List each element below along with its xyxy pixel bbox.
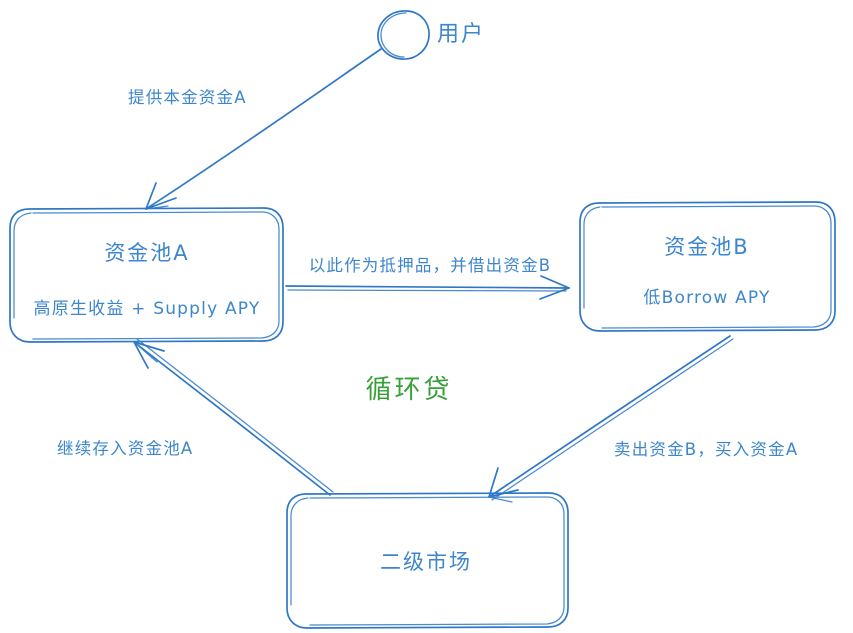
pool-b-title: 资金池B (664, 235, 750, 259)
pool-b-subtitle: 低Borrow APY (643, 288, 771, 308)
user-label: 用户 (437, 22, 486, 47)
node-pool-b-box[interactable] (579, 201, 836, 332)
edge-label-pool-b-to-market: 卖出资金B，买入资金A (614, 440, 799, 459)
pool-a-subtitle: 高原生收益 + Supply APY (33, 299, 261, 319)
secondary-market-title: 二级市场 (380, 550, 472, 574)
edge-label-user-to-pool-a: 提供本金资金A (128, 88, 247, 107)
node-pool-a-box[interactable] (9, 207, 284, 343)
edge-user-to-pool-a (145, 48, 382, 210)
edge-label-pool-a-to-pool-b: 以此作为抵押品，并借出资金B (308, 256, 552, 275)
edge-label-market-to-pool-a: 继续存入资金池A (57, 439, 194, 458)
edge-market-to-pool-a (133, 338, 334, 496)
edge-pool-b-to-market (488, 335, 734, 503)
node-secondary-market-box[interactable] (286, 492, 569, 629)
edge-pool-a-to-pool-b (285, 275, 570, 300)
user-circle-icon[interactable] (377, 10, 430, 60)
pool-a-title: 资金池A (104, 241, 190, 265)
center-label-revolving-loan: 循环贷 (365, 375, 453, 405)
